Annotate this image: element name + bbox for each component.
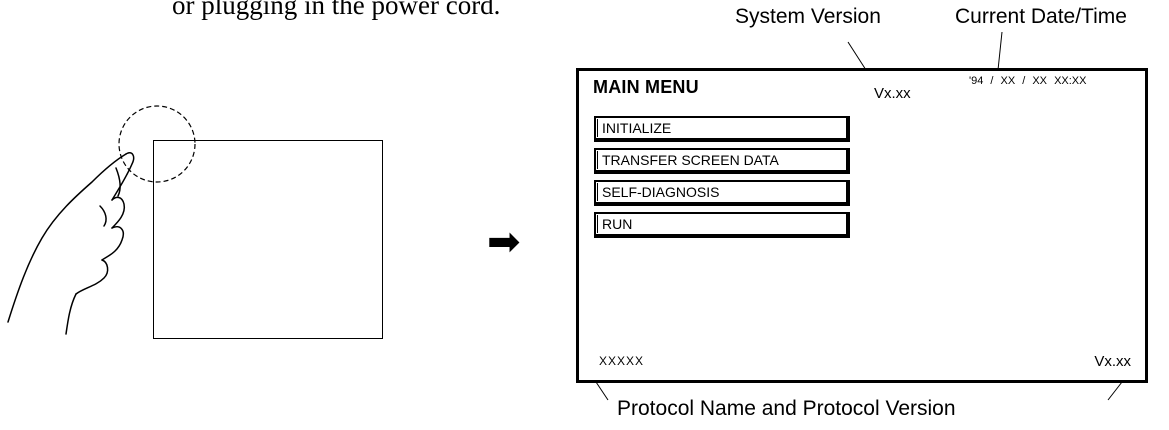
transfer-screen-data-button[interactable]: TRANSFER SCREEN DATA bbox=[594, 148, 850, 174]
protocol-name-value: XXXXX bbox=[599, 354, 645, 368]
system-version-value: Vx.xx bbox=[874, 85, 911, 102]
system-version-callout: System Version bbox=[735, 5, 881, 28]
touch-highlight-circle bbox=[118, 105, 196, 183]
current-datetime-callout: Current Date/Time bbox=[955, 5, 1127, 28]
self-diagnosis-button[interactable]: SELF-DIAGNOSIS bbox=[594, 180, 850, 206]
protocol-version-value: Vx.xx bbox=[1094, 353, 1131, 370]
protocol-version-leader bbox=[1107, 381, 1123, 401]
right-arrow-icon: ➡ bbox=[487, 220, 521, 264]
run-button[interactable]: RUN bbox=[594, 212, 850, 238]
protocol-callout: Protocol Name and Protocol Version bbox=[617, 397, 956, 420]
initialize-button[interactable]: INITIALIZE bbox=[594, 116, 850, 142]
hand-icon bbox=[7, 152, 135, 335]
main-menu-screen: MAIN MENU Vx.xx '94 / XX / XX XX:XX INIT… bbox=[576, 68, 1148, 383]
touch-panel-outline bbox=[153, 140, 383, 339]
protocol-name-leader bbox=[595, 381, 609, 401]
datetime-leader bbox=[997, 31, 1003, 71]
page-title: MAIN MENU bbox=[593, 77, 699, 97]
current-datetime-value: '94 / XX / XX XX:XX bbox=[969, 75, 1087, 87]
intro-text: or plugging in the power cord. bbox=[172, 0, 501, 20]
system-version-leader bbox=[847, 41, 867, 71]
